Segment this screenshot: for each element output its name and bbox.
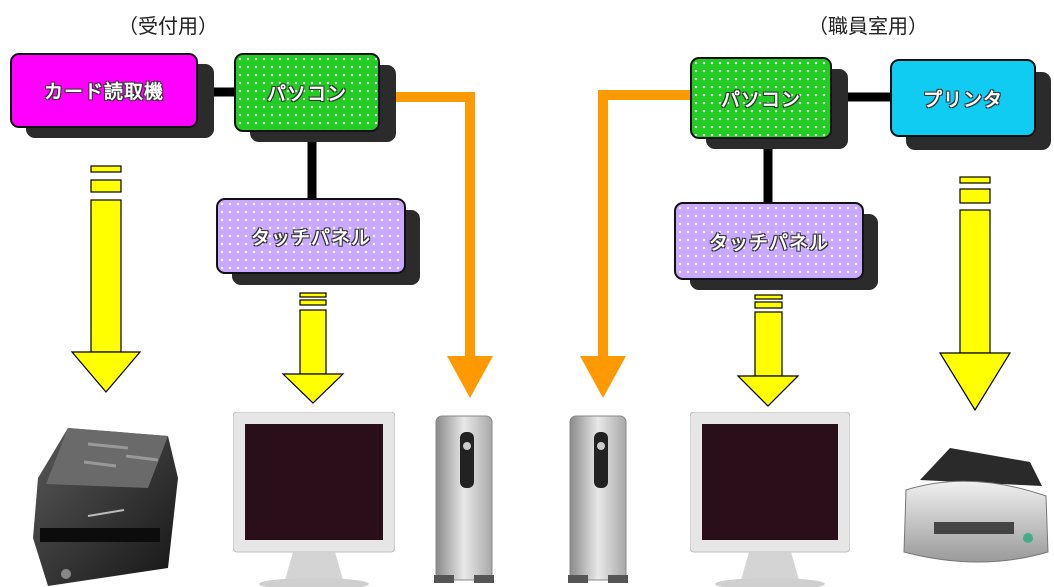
yellow-arrow-touchpanel-reception	[281, 292, 345, 404]
staff-pc-label: パソコン	[720, 88, 801, 111]
reception-monitor-image	[233, 412, 395, 587]
staff-pc-box: パソコン	[690, 57, 832, 139]
orange-arrow-staff-pc	[580, 90, 691, 398]
caption-staff-room: （職員室用）	[808, 14, 928, 38]
reception-pc-tower-image	[434, 415, 494, 583]
reception-pc-box: パソコン	[234, 53, 380, 132]
reception-pc-label: パソコン	[266, 83, 347, 105]
printer-label: プリンタ	[922, 88, 1003, 111]
reception-touchpanel-box: タッチパネル	[216, 198, 406, 274]
yellow-arrow-printer	[938, 176, 1012, 412]
yellow-arrow-touchpanel-staff	[736, 294, 800, 407]
staff-pc-tower-image	[568, 415, 628, 583]
printer-box: プリンタ	[890, 59, 1036, 137]
orange-arrow-reception-pc	[378, 92, 493, 398]
card-reader-device-image	[33, 428, 178, 586]
printer-device-image	[903, 448, 1049, 563]
card-reader-label: カード読取機	[43, 81, 164, 103]
card-reader-box: カード読取機	[10, 53, 198, 128]
reception-touchpanel-label: タッチパネル	[250, 226, 371, 249]
staff-monitor-image	[690, 412, 850, 587]
staff-touchpanel-box: タッチパネル	[674, 202, 864, 280]
yellow-arrow-card-reader	[70, 165, 142, 393]
caption-reception: （受付用）	[118, 14, 218, 38]
staff-touchpanel-label: タッチパネル	[708, 231, 829, 254]
